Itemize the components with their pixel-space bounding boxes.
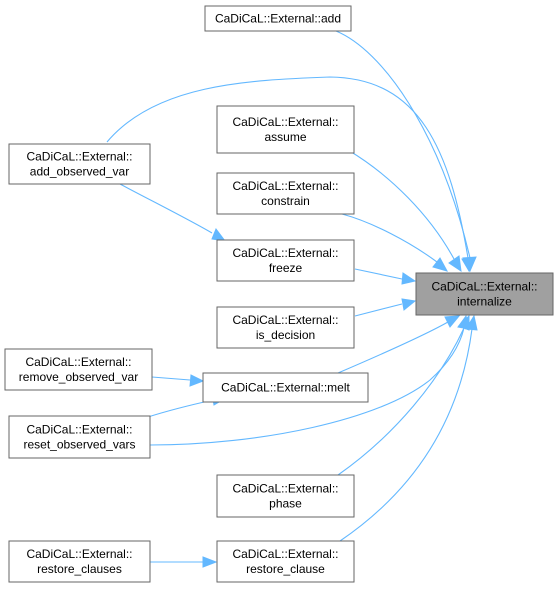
node-constrain[interactable]: CaDiCaL::External::constrain — [216, 172, 355, 215]
node-label-line: CaDiCaL::External:: — [431, 280, 537, 294]
node-remove-observed-var[interactable]: CaDiCaL::External::remove_observed_var — [4, 348, 153, 391]
node-label-line: reset_observed_vars — [23, 438, 135, 452]
node-label-line: CaDiCaL::External::add — [215, 12, 341, 26]
edge-line — [335, 30, 471, 259]
node-label-line: restore_clauses — [37, 562, 122, 576]
edge-line — [354, 268, 403, 280]
node-label-line: is_decision — [256, 328, 315, 342]
node-box[interactable] — [4, 348, 153, 391]
edge-arrowhead — [461, 257, 475, 273]
node-add[interactable]: CaDiCaL::External::add — [204, 5, 352, 32]
edge-is_decision-to-internalize — [354, 298, 417, 317]
edge-arrowhead — [189, 374, 205, 387]
node-is-decision[interactable]: CaDiCaL::External::is_decision — [216, 306, 355, 349]
edge-line — [347, 149, 455, 260]
edge-freeze-to-internalize — [354, 268, 417, 285]
edge-arrowhead — [458, 314, 470, 331]
edge-constrain-to-internalize — [341, 213, 449, 272]
node-label-line: CaDiCaL::External:: — [26, 547, 132, 561]
node-melt[interactable]: CaDiCaL::External::melt — [202, 372, 369, 403]
edge-line — [119, 183, 213, 234]
node-label-line: CaDiCaL::External:: — [232, 179, 338, 193]
node-label-line: restore_clause — [246, 562, 325, 576]
node-internalize[interactable]: CaDiCaL::External::internalize — [415, 272, 554, 316]
node-box[interactable] — [216, 105, 355, 154]
edge-add-to-internalize — [335, 30, 477, 273]
edge-line — [341, 213, 438, 263]
node-box[interactable] — [216, 474, 355, 518]
node-label-line: freeze — [269, 261, 303, 275]
node-label-line: CaDiCaL::External:: — [232, 547, 338, 561]
edge-line — [151, 376, 191, 381]
edges — [106, 30, 478, 568]
node-restore-clauses[interactable]: CaDiCaL::External::restore_clauses — [8, 540, 151, 583]
edge-line — [339, 328, 473, 542]
node-box[interactable] — [216, 239, 355, 282]
node-box[interactable] — [216, 172, 355, 215]
node-label-line: CaDiCaL::External:: — [232, 115, 338, 129]
edge-restore_clauses-to-restore_clause — [150, 556, 218, 568]
node-label-line: add_observed_var — [30, 165, 129, 179]
node-add-observed-var[interactable]: CaDiCaL::External::add_observed_var — [8, 143, 151, 185]
edge-arrowhead — [448, 255, 462, 273]
edge-add_observed_var-to-freeze — [119, 183, 227, 242]
edge-phase-to-internalize — [337, 314, 470, 476]
edge-restore_clause-to-internalize — [339, 314, 478, 542]
node-box[interactable] — [415, 272, 554, 316]
node-restore-clause[interactable]: CaDiCaL::External::restore_clause — [216, 540, 355, 583]
node-box[interactable] — [8, 540, 151, 583]
edge-assume-to-internalize — [347, 149, 462, 273]
node-label-line: CaDiCaL::External:: — [26, 150, 132, 164]
edge-line — [337, 327, 465, 476]
node-box[interactable] — [8, 415, 151, 459]
node-freeze[interactable]: CaDiCaL::External::freeze — [216, 239, 355, 282]
node-label-line: CaDiCaL::External:: — [25, 355, 131, 369]
node-phase[interactable]: CaDiCaL::External::phase — [216, 474, 355, 518]
node-box[interactable] — [8, 143, 151, 185]
edge-line — [149, 327, 465, 446]
node-label-line: CaDiCaL::External:: — [232, 246, 338, 260]
edge-line — [354, 303, 403, 317]
node-label-line: internalize — [457, 295, 512, 309]
edge-arrowhead — [211, 227, 227, 242]
node-box[interactable] — [216, 306, 355, 349]
nodes: CaDiCaL::External::addCaDiCaL::External:… — [4, 5, 554, 583]
edge-arrowhead — [465, 314, 478, 331]
node-box[interactable] — [202, 372, 369, 403]
node-label-line: phase — [269, 497, 302, 511]
node-label-line: assume — [264, 130, 306, 144]
edge-arrowhead — [401, 298, 417, 311]
edge-remove_observed_var-to-melt — [151, 374, 205, 387]
node-label-line: CaDiCaL::External:: — [232, 313, 338, 327]
node-label-line: CaDiCaL::External::melt — [221, 381, 350, 395]
node-box[interactable] — [204, 5, 352, 32]
edge-arrowhead — [432, 257, 449, 272]
edge-arrowhead — [202, 556, 218, 568]
edge-arrowhead — [444, 315, 461, 328]
edge-add_observed_var-to-internalize — [106, 76, 475, 273]
node-label-line: CaDiCaL::External:: — [26, 423, 132, 437]
node-reset-observed-vars[interactable]: CaDiCaL::External::reset_observed_vars — [8, 415, 151, 459]
node-assume[interactable]: CaDiCaL::External::assume — [216, 105, 355, 154]
node-label-line: constrain — [261, 194, 310, 208]
node-label-line: CaDiCaL::External:: — [232, 482, 338, 496]
edge-line — [147, 399, 214, 418]
edge-melt-to-internalize — [337, 315, 461, 374]
node-box[interactable] — [216, 540, 355, 583]
edge-line — [337, 321, 449, 374]
edge-arrowhead — [401, 272, 417, 285]
node-label-line: remove_observed_var — [19, 370, 138, 384]
edge-line — [106, 76, 469, 259]
